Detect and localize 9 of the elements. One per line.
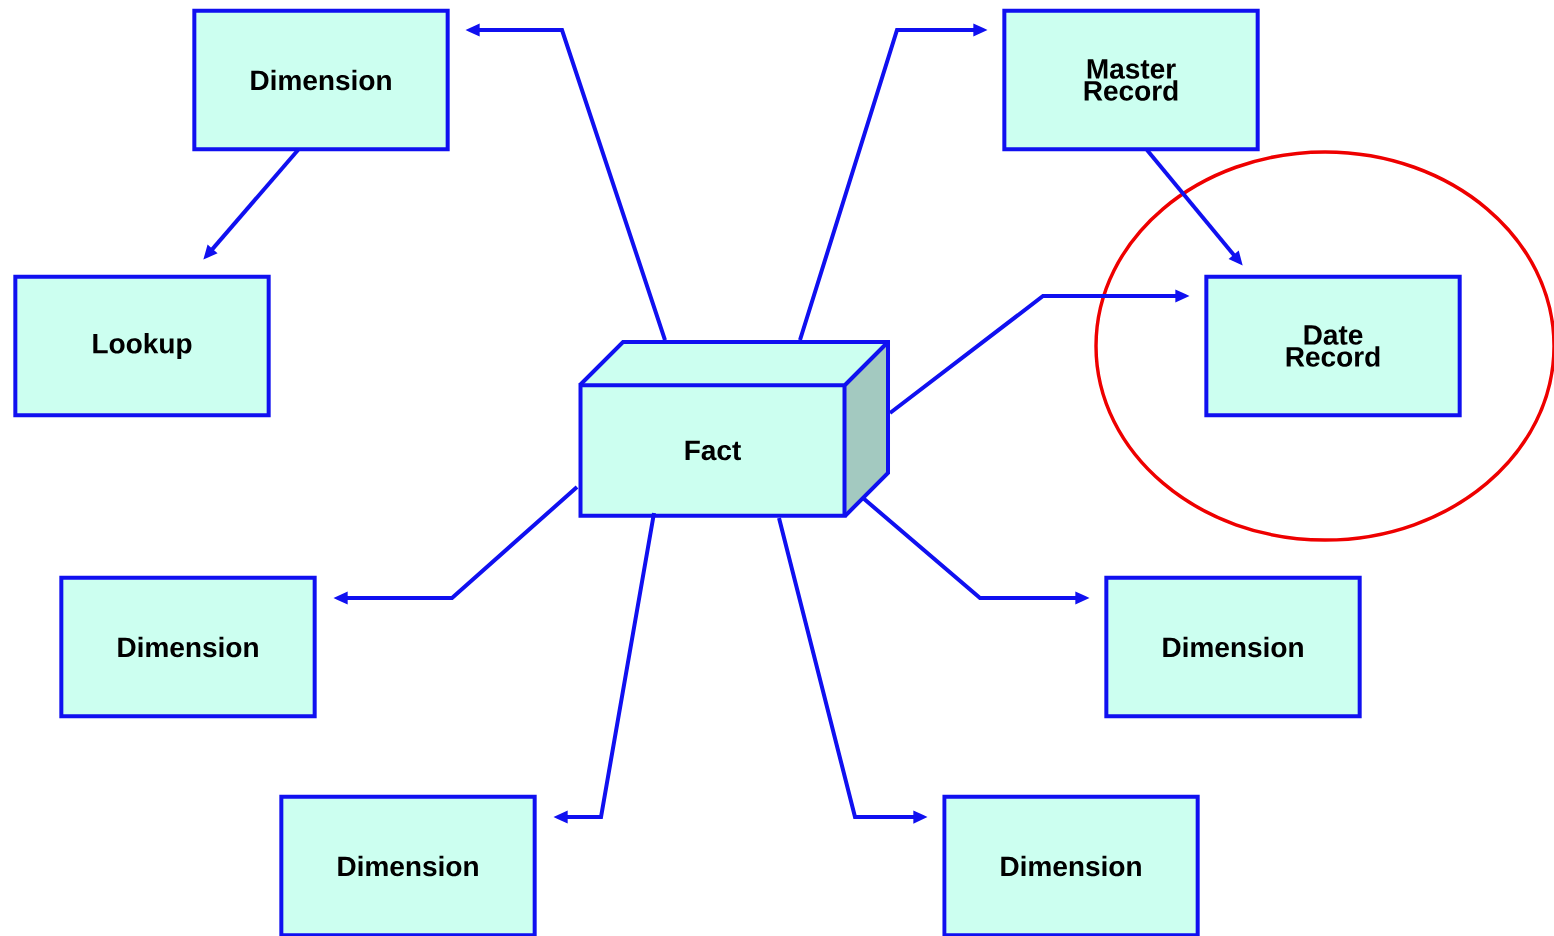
- cube-box: Fact: [578, 340, 890, 518]
- entity-box: Dimension: [279, 794, 537, 936]
- entity-box: Dimension: [1104, 575, 1362, 719]
- entity-box: Master Record: [1002, 8, 1260, 152]
- entity-box: Dimension: [59, 575, 317, 719]
- entity-box: Dimension: [942, 794, 1200, 936]
- entity-box: Dimension: [192, 8, 450, 152]
- entity-box: Lookup: [13, 274, 271, 418]
- entity-box: Date Record: [1204, 274, 1462, 418]
